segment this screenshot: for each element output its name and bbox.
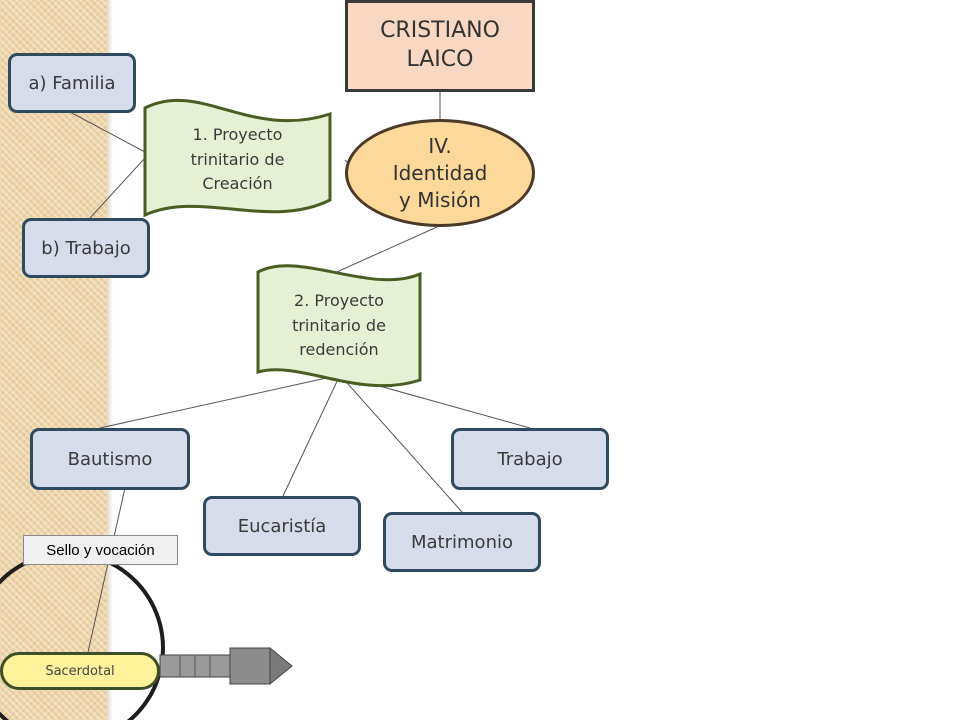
side-strip-shadow (107, 0, 113, 720)
trabajo-b-node: b) Trabajo (22, 218, 150, 278)
bautismo-node: Bautismo (30, 428, 190, 490)
sello-vocacion-label: Sello y vocación (23, 535, 178, 565)
project1-wave-shape (143, 98, 332, 218)
title-line-2: LAICO (406, 47, 474, 72)
title-line-1: CRISTIANO (380, 18, 500, 44)
magnifier-graphic (0, 551, 293, 720)
magnifier-lens (0, 551, 165, 720)
project2-line-1: 2. Proyecto (294, 290, 384, 310)
project1-node: 1. Proyecto trinitario de Creación (145, 112, 330, 208)
project2-wave-shape (256, 264, 422, 388)
project1-line-2: trinitario de (190, 149, 285, 169)
connector-familia-project1 (69, 111, 146, 153)
identity-line-2: Identidad (392, 160, 488, 185)
decorative-side-strip (0, 0, 107, 720)
title-cristiano-laico: CRISTIANO LAICO (345, 0, 535, 92)
project2-line-2: trinitario de (292, 315, 386, 335)
magnifier-point (269, 646, 293, 686)
matrimonio-node: Matrimonio (383, 512, 541, 572)
identity-line-3: y Misión (399, 187, 481, 212)
familia-node: a) Familia (8, 53, 136, 113)
connector-project2-matrimonio (339, 374, 463, 513)
connector-project2-eucaristia (282, 374, 341, 497)
trabajo-node: Trabajo (451, 428, 609, 490)
eucaristia-node: Eucaristía (203, 496, 361, 556)
project2-node: 2. Proyecto trinitario de redención (258, 276, 420, 376)
connector-trabajo-project1 (89, 157, 146, 219)
connector-project2-bautismo (99, 374, 341, 429)
project1-line-3: Creación (202, 174, 273, 194)
connector-identity-project2 (329, 226, 438, 276)
identity-mission-node: IV. Identidad y Misión (345, 119, 535, 227)
sacerdotal-node: Sacerdotal (0, 652, 160, 690)
identity-line-1: IV. (428, 133, 452, 158)
project1-line-1: 1. Proyecto (192, 124, 283, 144)
project2-line-3: redención (299, 340, 379, 360)
connector-bautismo-sacerdotal (87, 487, 126, 653)
magnifier-tip (229, 647, 271, 685)
